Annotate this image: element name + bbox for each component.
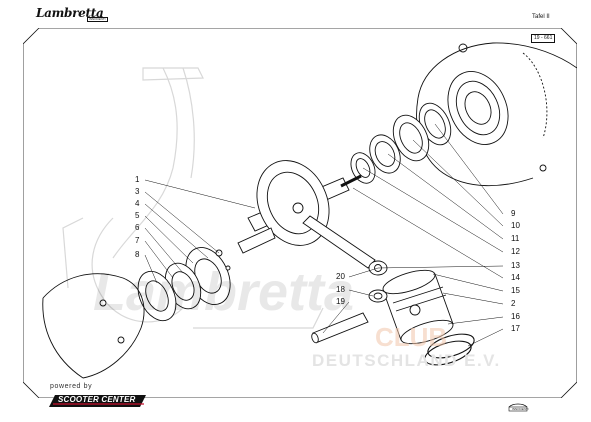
brand-name: Lambretta <box>36 6 104 20</box>
corner-brand: INNOCENTI <box>512 407 529 411</box>
callout-2: 2 <box>511 299 516 308</box>
watermark-subtitle: DEUTSCHLAND E.V. <box>312 351 501 370</box>
bearing-stack-left <box>137 247 231 322</box>
callout-1: 1 <box>135 175 140 184</box>
scooter-center-badge <box>49 395 146 407</box>
callout-8: 8 <box>135 250 140 259</box>
callout-12: 12 <box>511 247 520 256</box>
small-end-bushing <box>368 289 388 303</box>
piston-rings <box>424 333 475 366</box>
callout-19: 19 <box>336 297 345 306</box>
leader-lines-left <box>144 179 256 284</box>
callout-13: 13 <box>511 261 520 270</box>
callout-3: 3 <box>135 187 140 196</box>
callout-4: 4 <box>135 199 140 208</box>
callout-11: 11 <box>511 234 520 243</box>
watermark-word: Lambretta <box>93 262 354 322</box>
plate-code: 19 - 661 <box>531 34 556 43</box>
brand-sub: INNOCENTI <box>87 17 108 22</box>
exploded-engine-diagram: Lambretta CLUB <box>23 28 577 398</box>
callout-6: 6 <box>135 223 140 232</box>
callout-5: 5 <box>135 211 140 220</box>
plate-title: Tafel II <box>532 14 550 20</box>
callout-9: 9 <box>511 209 516 218</box>
callout-7: 7 <box>135 236 140 245</box>
crankshaft <box>237 160 388 276</box>
piston <box>382 269 454 345</box>
callout-14: 14 <box>511 273 520 282</box>
callout-17: 17 <box>511 324 520 333</box>
crankcase-housing <box>416 42 577 187</box>
callout-20: 20 <box>336 272 345 281</box>
callout-10: 10 <box>511 221 520 230</box>
leader-lines-center <box>322 267 379 334</box>
watermark-club: CLUB <box>375 322 447 352</box>
lambretta-logo: Lambretta INNOCENTI <box>36 6 110 22</box>
bearing-stack-right <box>350 102 452 184</box>
plate-frame <box>23 28 577 398</box>
powered-by-label: powered by <box>50 383 93 390</box>
leader-lines-right <box>352 123 504 347</box>
callout-16: 16 <box>511 312 520 321</box>
sponsor-name: SCOOTER CENTER <box>58 395 136 404</box>
callout-15: 15 <box>511 286 520 295</box>
piston-pin <box>311 312 369 344</box>
innocenti-corner-logo <box>508 403 528 412</box>
callout-18: 18 <box>336 285 345 294</box>
left-case-part <box>42 273 145 379</box>
